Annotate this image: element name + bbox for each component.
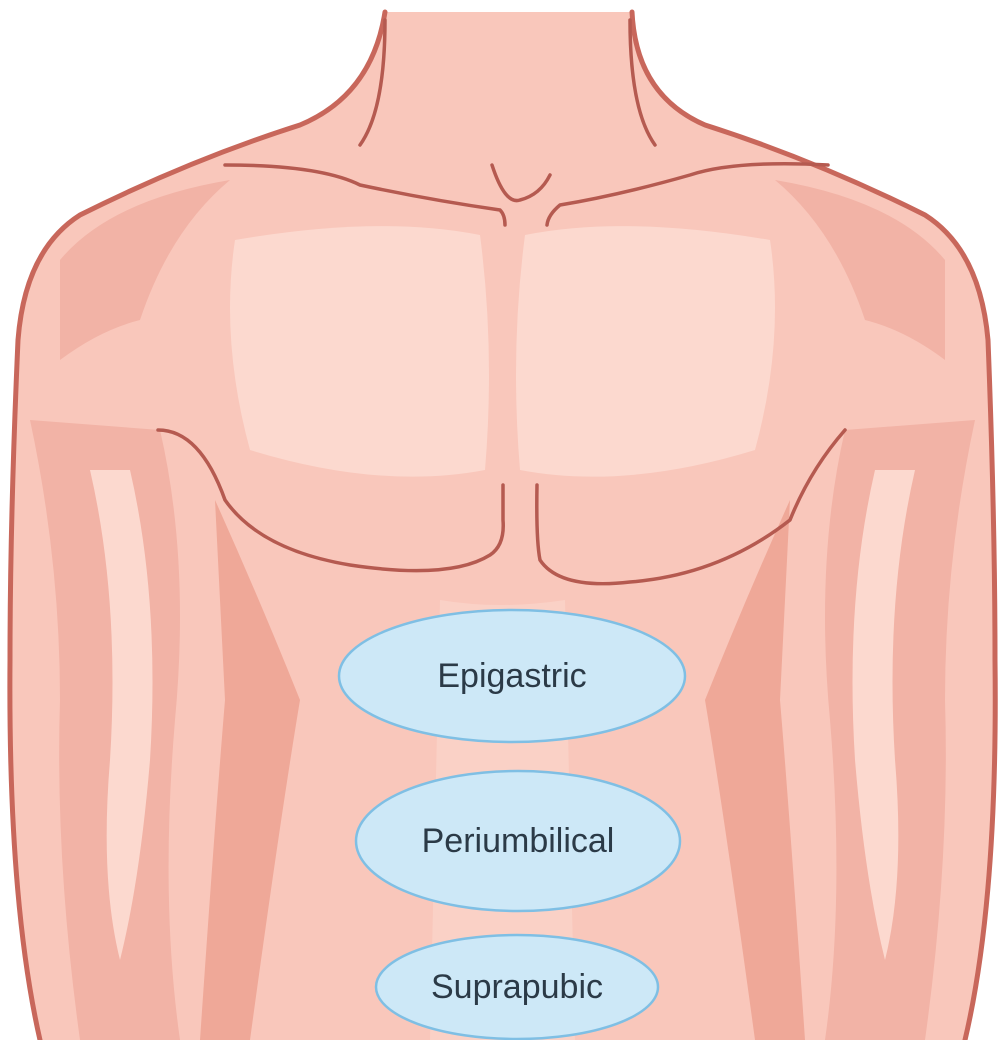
epigastric-label: Epigastric [437, 657, 586, 695]
bottom-edge [0, 1040, 1005, 1049]
right-chest-highlight [516, 226, 775, 477]
region-epigastric[interactable]: Epigastric [339, 610, 685, 742]
left-chest-highlight [230, 226, 489, 477]
periumbilical-label: Periumbilical [422, 822, 615, 860]
region-periumbilical[interactable]: Periumbilical [356, 771, 680, 911]
suprapubic-label: Suprapubic [431, 968, 603, 1006]
region-suprapubic[interactable]: Suprapubic [376, 935, 658, 1039]
